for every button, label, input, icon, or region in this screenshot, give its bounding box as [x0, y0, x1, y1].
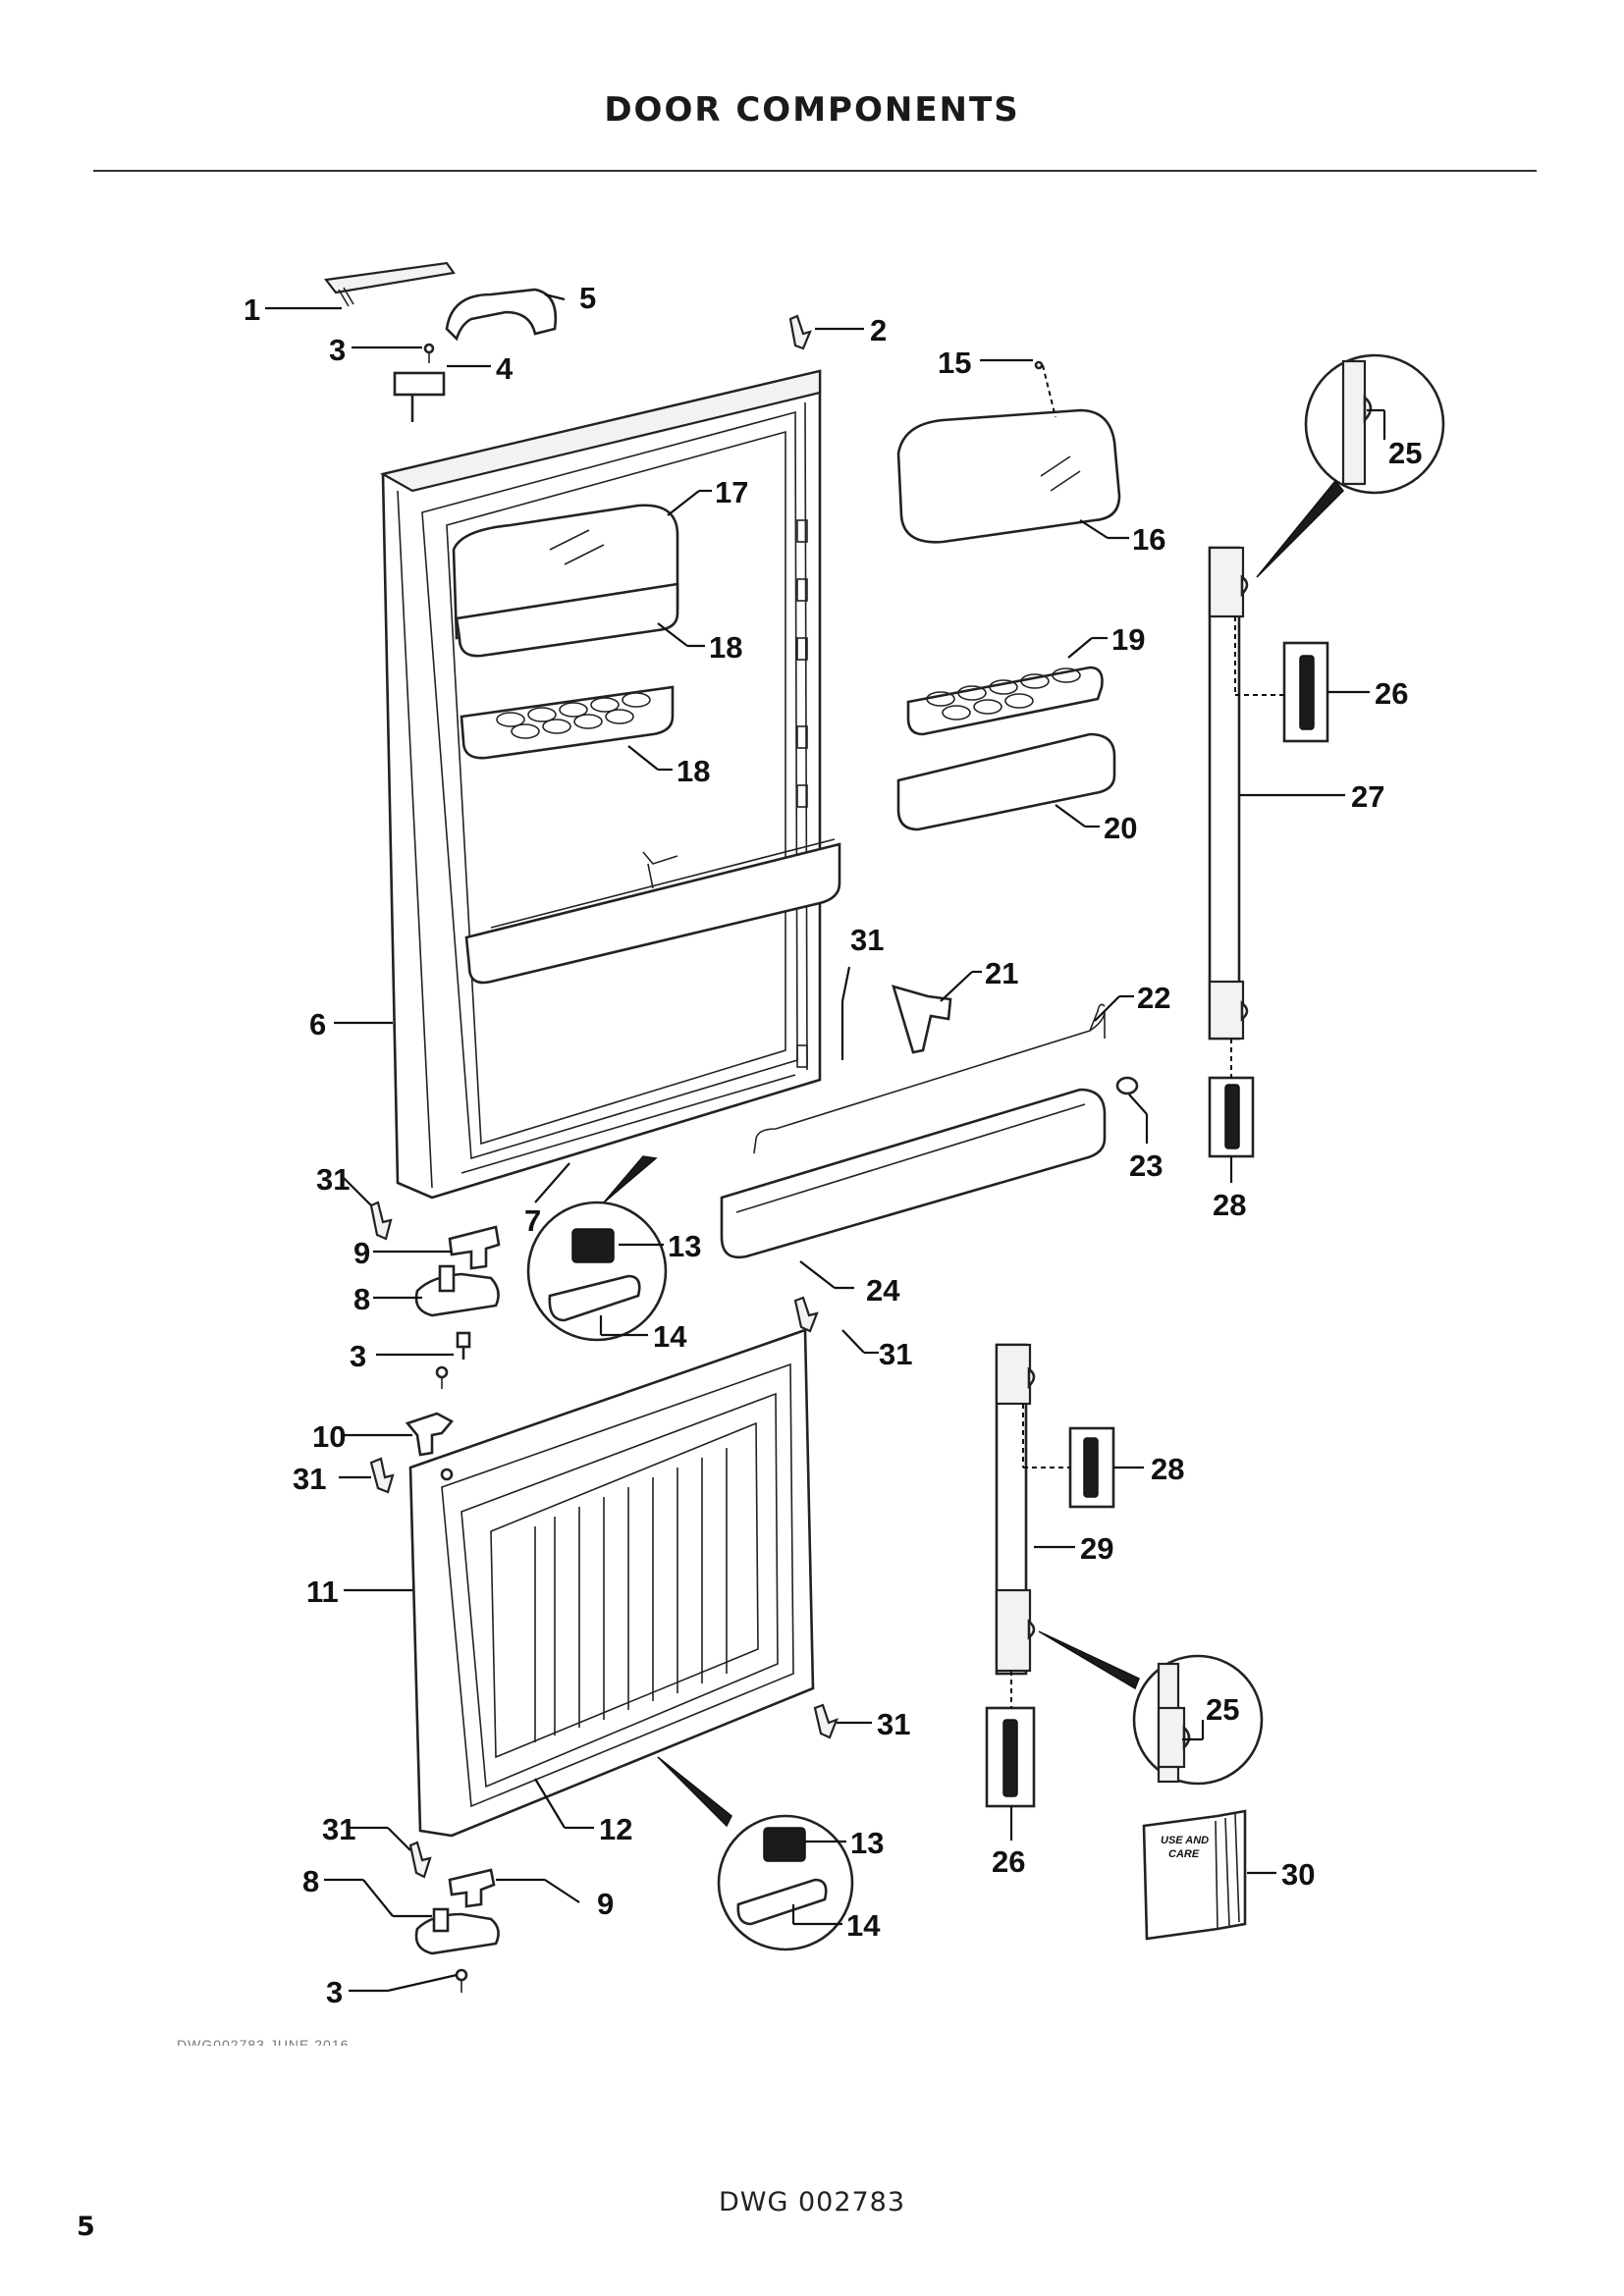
manual-cover-line-2: CARE: [1168, 1848, 1200, 1860]
callout-3: 3: [329, 333, 346, 367]
bottle-shelf-part-24: [720, 1088, 1107, 1259]
callout-3-middle: 3: [350, 1339, 366, 1373]
handle-part-29: [995, 1343, 1036, 1676]
screw-box-26-top: [1282, 641, 1329, 743]
shelf-part-20: [896, 732, 1116, 831]
callout-31-freezer-lower-right: 31: [877, 1707, 910, 1741]
screw-box-28-top: [1208, 1076, 1255, 1158]
callout-31-middle: 31: [850, 923, 884, 957]
callout-16: 16: [1132, 522, 1165, 557]
callout-21: 21: [985, 956, 1018, 990]
leader-lines: [265, 293, 1386, 1993]
callout-10: 10: [312, 1419, 346, 1454]
callout-2: 2: [870, 313, 887, 347]
callout-31-left: 31: [316, 1162, 350, 1197]
callout-15: 15: [938, 346, 971, 380]
callout-22: 22: [1137, 981, 1170, 1015]
detail-magnifier-13-14-lower: [657, 1756, 854, 1951]
callout-13: 13: [668, 1229, 701, 1263]
callout-27: 27: [1351, 779, 1384, 814]
callout-14: 14: [653, 1319, 687, 1354]
callout-14-lower: 14: [846, 1908, 881, 1943]
callout-25-lower: 25: [1206, 1692, 1239, 1727]
cap-part-23: [1115, 1076, 1139, 1095]
callout-24: 24: [866, 1273, 900, 1308]
callout-11: 11: [306, 1575, 339, 1609]
screw-box-28-lower: [1068, 1426, 1115, 1509]
callout-1: 1: [244, 293, 260, 327]
page-title: DOOR COMPONENTS: [604, 90, 1020, 130]
detail-magnifier-13-14-upper: [526, 1155, 668, 1342]
callout-28-lower: 28: [1151, 1452, 1184, 1486]
detail-magnifier-25-top: [1256, 353, 1445, 578]
callout-26-lower: 26: [992, 1844, 1025, 1879]
callout-31-bottom-left: 31: [322, 1812, 355, 1846]
callout-29: 29: [1080, 1531, 1113, 1566]
callout-31-freezer-top-left: 31: [293, 1462, 326, 1496]
callout-numbers: 1 2 3 4 5 6 7 8 9 13 14 15 16 17 18 18 1…: [244, 281, 1422, 2009]
callout-18-middle: 18: [677, 754, 710, 788]
top-hinge-parts: [323, 261, 558, 422]
page-number: 5: [77, 2212, 95, 2242]
callout-4: 4: [496, 351, 514, 386]
callout-7: 7: [524, 1203, 541, 1238]
callout-5: 5: [579, 281, 596, 315]
callout-6: 6: [309, 1007, 326, 1041]
callout-13-lower: 13: [850, 1826, 884, 1860]
egg-tray-cups-upper: [496, 692, 651, 739]
clip-part-21: [892, 985, 952, 1054]
wire-rail-part-22: [753, 1003, 1106, 1154]
title-divider: [93, 170, 1537, 172]
bottom-hinge-parts: [408, 1841, 500, 1993]
handle-part-27: [1208, 546, 1249, 1041]
callout-9-lower: 9: [597, 1887, 614, 1921]
clip-part-2: [788, 314, 812, 350]
callout-18-upper: 18: [709, 630, 742, 665]
clip-part-31-lower-right: [813, 1703, 839, 1739]
manual-cover-line-1: USE AND: [1161, 1835, 1209, 1846]
callout-12: 12: [599, 1812, 632, 1846]
dairy-lid-part-16: [896, 360, 1121, 544]
callout-8-lower: 8: [302, 1864, 319, 1898]
egg-tray-part-19: [906, 666, 1104, 736]
callout-17: 17: [715, 475, 748, 509]
callout-20: 20: [1104, 811, 1137, 845]
callout-9: 9: [353, 1236, 370, 1270]
use-and-care-manual-part-30: USE AND CARE: [1142, 1809, 1247, 1941]
callout-31-freezer-top-right: 31: [879, 1337, 912, 1371]
clip-part-31-upper-right: [793, 1296, 819, 1333]
callout-30: 30: [1281, 1857, 1315, 1892]
middle-hinge-parts: [369, 1201, 501, 1494]
screw-box-26-lower: [985, 1706, 1036, 1808]
fridge-door: [380, 369, 841, 1200]
callout-26-top: 26: [1375, 676, 1408, 711]
freezer-door: [408, 1328, 815, 1838]
callout-28-top: 28: [1213, 1188, 1246, 1222]
faded-drawing-stamp: DWG002783 JUNE 2016: [177, 2037, 350, 2046]
callout-8: 8: [353, 1282, 370, 1316]
detail-magnifier-25-lower: [1038, 1630, 1264, 1786]
callout-3-bottom: 3: [326, 1975, 343, 2009]
callout-23: 23: [1129, 1148, 1163, 1183]
callout-19: 19: [1111, 622, 1145, 657]
drawing-reference: DWG 002783: [718, 2187, 906, 2217]
callout-25-top: 25: [1388, 436, 1422, 470]
